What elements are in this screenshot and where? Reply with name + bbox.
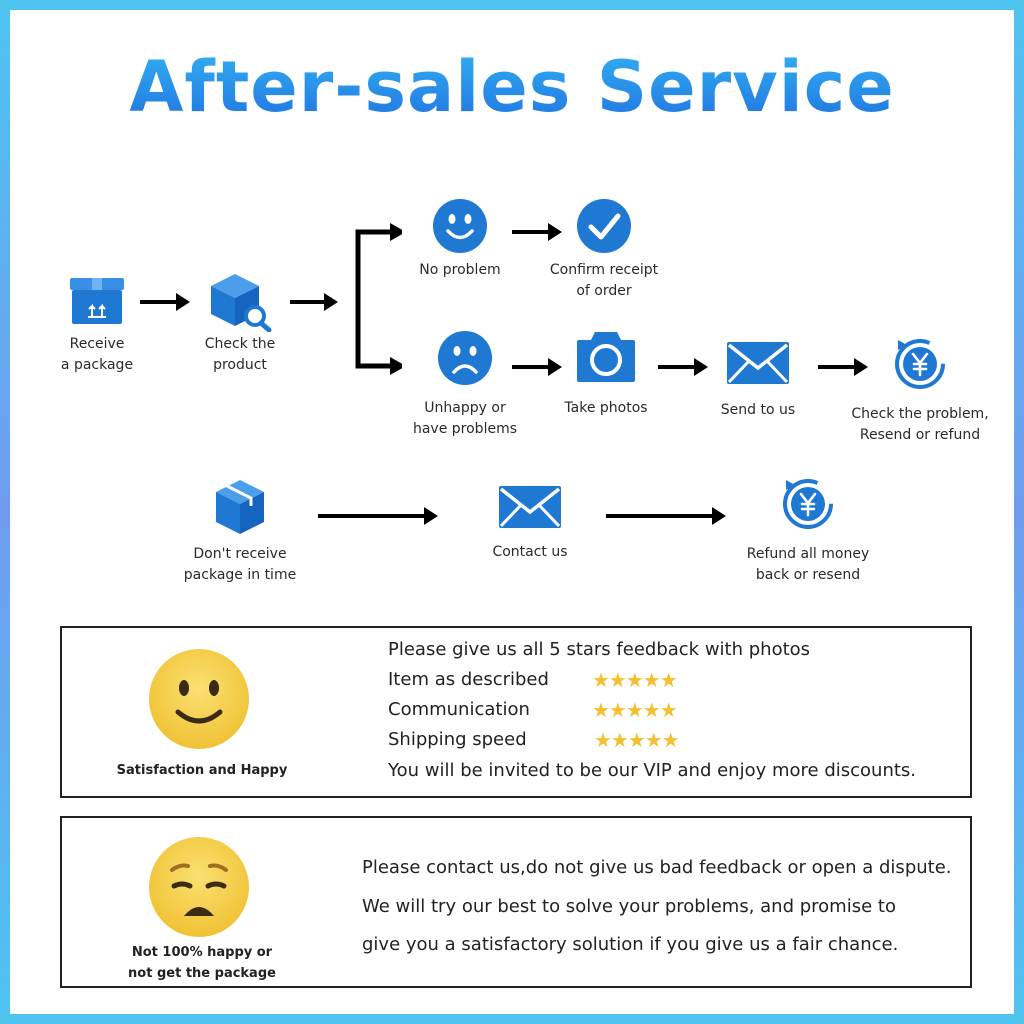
step-no-problem: No problem <box>410 198 510 281</box>
envelope-icon <box>499 486 561 528</box>
envelope-icon <box>727 342 789 384</box>
step-receive-label: Receive a package <box>60 336 134 373</box>
rating-label-communication: Communication <box>388 699 530 720</box>
step-contact-label: Contact us <box>492 544 568 560</box>
unhappy-label: Not 100% happy or not get the package <box>128 945 276 981</box>
sad-line-3: give you a satisfactory solution if you … <box>362 934 899 955</box>
happy-feedback-box: Satisfaction and Happy Please give us al… <box>60 626 972 798</box>
sad-line-2: We will try our best to solve your probl… <box>362 896 896 917</box>
step-resend-label: Check the problem, Resend or refund <box>851 406 989 443</box>
rating-stars-shipping: ★★★★★ <box>594 728 680 752</box>
step-not-received-label: Don't receive package in time <box>183 546 297 583</box>
rating-stars-communication: ★★★★★ <box>592 698 678 722</box>
step-confirm-label: Confirm receipt of order <box>549 262 659 299</box>
box-magnifier-icon <box>211 274 272 332</box>
yen-refund-icon <box>895 339 945 389</box>
step-resend-refund: Check the problem, Resend or refund <box>850 334 990 446</box>
step-unhappy: Unhappy or have problems <box>410 330 520 440</box>
step-unhappy-label: Unhappy or have problems <box>412 400 518 437</box>
step-check-label: Check the product <box>204 336 276 373</box>
arrow-photos-to-send <box>658 358 708 376</box>
rating-label-shipping: Shipping speed <box>388 729 527 750</box>
checkmark-circle-icon <box>577 199 631 253</box>
step-confirm-receipt: Confirm receipt of order <box>548 198 660 302</box>
arrow-receive-to-check <box>140 293 190 311</box>
happy-heading: Please give us all 5 stars feedback with… <box>388 639 811 660</box>
step-refund-label: Refund all money back or resend <box>746 546 870 583</box>
step-photos-label: Take photos <box>564 400 648 416</box>
step-contact-us: Contact us <box>480 484 580 563</box>
package-box-icon <box>70 278 124 324</box>
sad-face-icon <box>438 331 492 385</box>
yen-refund-icon <box>783 479 833 529</box>
sad-line-1: Please contact us,do not give us bad fee… <box>362 857 952 878</box>
happy-emoji-icon <box>149 649 249 749</box>
arrow-not-received-to-contact <box>318 507 438 525</box>
arrow-check-to-split <box>290 293 338 311</box>
page-title: After-sales Service <box>0 42 1024 132</box>
step-send-label: Send to us <box>720 402 796 418</box>
arrow-send-to-resend <box>818 358 868 376</box>
happy-label: Satisfaction and Happy <box>116 763 288 778</box>
unhappy-contact-box: Not 100% happy or not get the package Pl… <box>60 816 972 988</box>
vip-invitation-text: You will be invited to be our VIP and en… <box>388 760 917 781</box>
step-refund-all: Refund all money back or resend <box>738 474 878 586</box>
arrow-no-problem-to-confirm <box>512 223 562 241</box>
step-not-received: Don't receive package in time <box>180 478 300 586</box>
step-take-photos: Take photos <box>556 328 656 419</box>
rating-label-item: Item as described <box>388 669 549 690</box>
step-no-problem-label: No problem <box>419 262 501 278</box>
step-check-product: Check the product <box>190 272 290 376</box>
step-send-to-us: Send to us <box>708 340 808 421</box>
split-bracket <box>355 223 402 375</box>
arrow-unhappy-to-photos <box>512 358 562 376</box>
arrow-contact-to-refund <box>606 507 726 525</box>
rating-stars-item: ★★★★★ <box>592 668 678 692</box>
smile-face-icon <box>433 199 487 253</box>
cube-icon <box>216 480 264 534</box>
sad-emoji-icon <box>149 837 249 937</box>
step-receive-package: Receive a package <box>52 276 142 376</box>
camera-icon <box>577 332 635 382</box>
